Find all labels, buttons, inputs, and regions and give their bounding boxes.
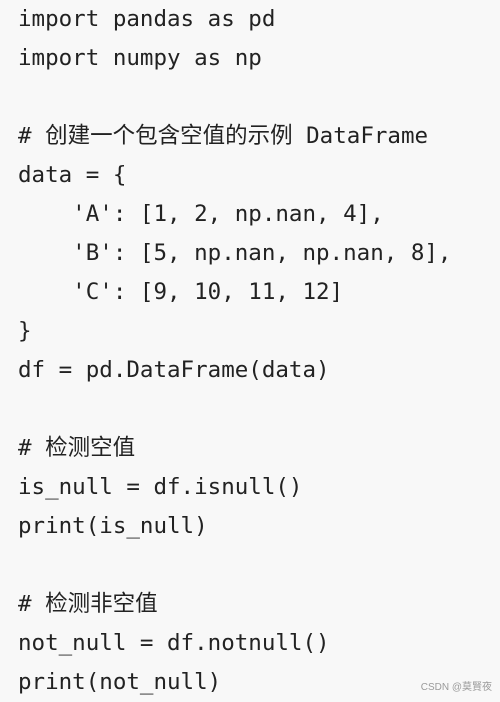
code-line-8: 'C': [9, 10, 11, 12] xyxy=(18,279,344,305)
code-line-1: import pandas as pd xyxy=(18,6,276,32)
watermark: CSDN @莫賢夜 xyxy=(420,682,492,693)
code-line-14: print(is_null) xyxy=(18,513,208,539)
code-line-5: data = { xyxy=(18,162,127,188)
code-line-16: # 检测非空值 xyxy=(18,591,158,617)
code-line-4: # 创建一个包含空值的示例 DataFrame xyxy=(18,123,429,149)
code-line-10: df = pd.DataFrame(data) xyxy=(18,357,330,383)
code-line-17: not_null = df.notnull() xyxy=(18,630,330,656)
code-line-7: 'B': [5, np.nan, np.nan, 8], xyxy=(18,240,452,266)
code-line-18: print(not_null) xyxy=(18,669,222,695)
code-line-9: } xyxy=(18,318,32,344)
code-line-2: import numpy as np xyxy=(18,45,262,71)
code-line-12: # 检测空值 xyxy=(18,435,136,461)
code-line-13: is_null = df.isnull() xyxy=(18,474,303,500)
code-line-6: 'A': [1, 2, np.nan, 4], xyxy=(18,201,384,227)
